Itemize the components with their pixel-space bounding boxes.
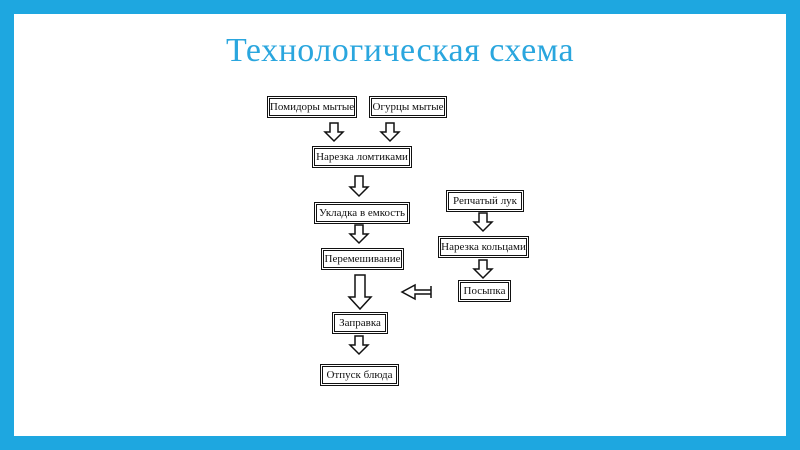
node-tomatoes: Помидоры мытые xyxy=(267,96,357,118)
arrow-cucumbers-to-slicing xyxy=(379,122,401,143)
arrow-dressing-to-serving xyxy=(348,335,370,356)
node-ring-cut: Нарезка кольцами xyxy=(438,236,529,258)
arrow-tomatoes-to-slicing xyxy=(323,122,345,143)
arrow-mixing-to-dressing xyxy=(347,274,373,311)
node-slicing: Нарезка ломтиками xyxy=(312,146,412,168)
node-cucumbers-label: Огурцы мытые xyxy=(372,101,444,113)
arrow-sprinkle-to-dressing xyxy=(400,283,432,301)
flowchart-arrows xyxy=(323,122,494,356)
node-serving-label: Отпуск блюда xyxy=(326,369,393,381)
node-onion-label: Репчатый лук xyxy=(452,195,518,207)
node-dressing-label: Заправка xyxy=(339,317,381,329)
slide: Технологическая схема Помидоры мытые xyxy=(14,14,786,436)
node-onion: Репчатый лук xyxy=(446,190,524,212)
node-slicing-label: Нарезка ломтиками xyxy=(316,151,408,163)
node-mixing: Перемешивание xyxy=(321,248,404,270)
node-sprinkle-label: Посыпка xyxy=(463,285,506,297)
node-dressing: Заправка xyxy=(332,312,388,334)
arrow-slicing-to-placing xyxy=(348,175,370,198)
node-cucumbers: Огурцы мытые xyxy=(369,96,447,118)
arrow-placing-to-mixing xyxy=(348,224,370,245)
node-mixing-label: Перемешивание xyxy=(324,253,401,265)
node-ring-cut-label: Нарезка кольцами xyxy=(441,241,526,253)
arrow-onion-to-ringcut xyxy=(472,212,494,233)
node-tomatoes-label: Помидоры мытые xyxy=(269,101,355,113)
node-placing: Укладка в емкость xyxy=(314,202,410,224)
node-serving: Отпуск блюда xyxy=(320,364,399,386)
arrow-ringcut-to-sprinkle xyxy=(472,259,494,280)
slide-title: Технологическая схема xyxy=(225,32,575,69)
node-placing-label: Укладка в емкость xyxy=(319,207,405,219)
node-sprinkle: Посыпка xyxy=(458,280,511,302)
